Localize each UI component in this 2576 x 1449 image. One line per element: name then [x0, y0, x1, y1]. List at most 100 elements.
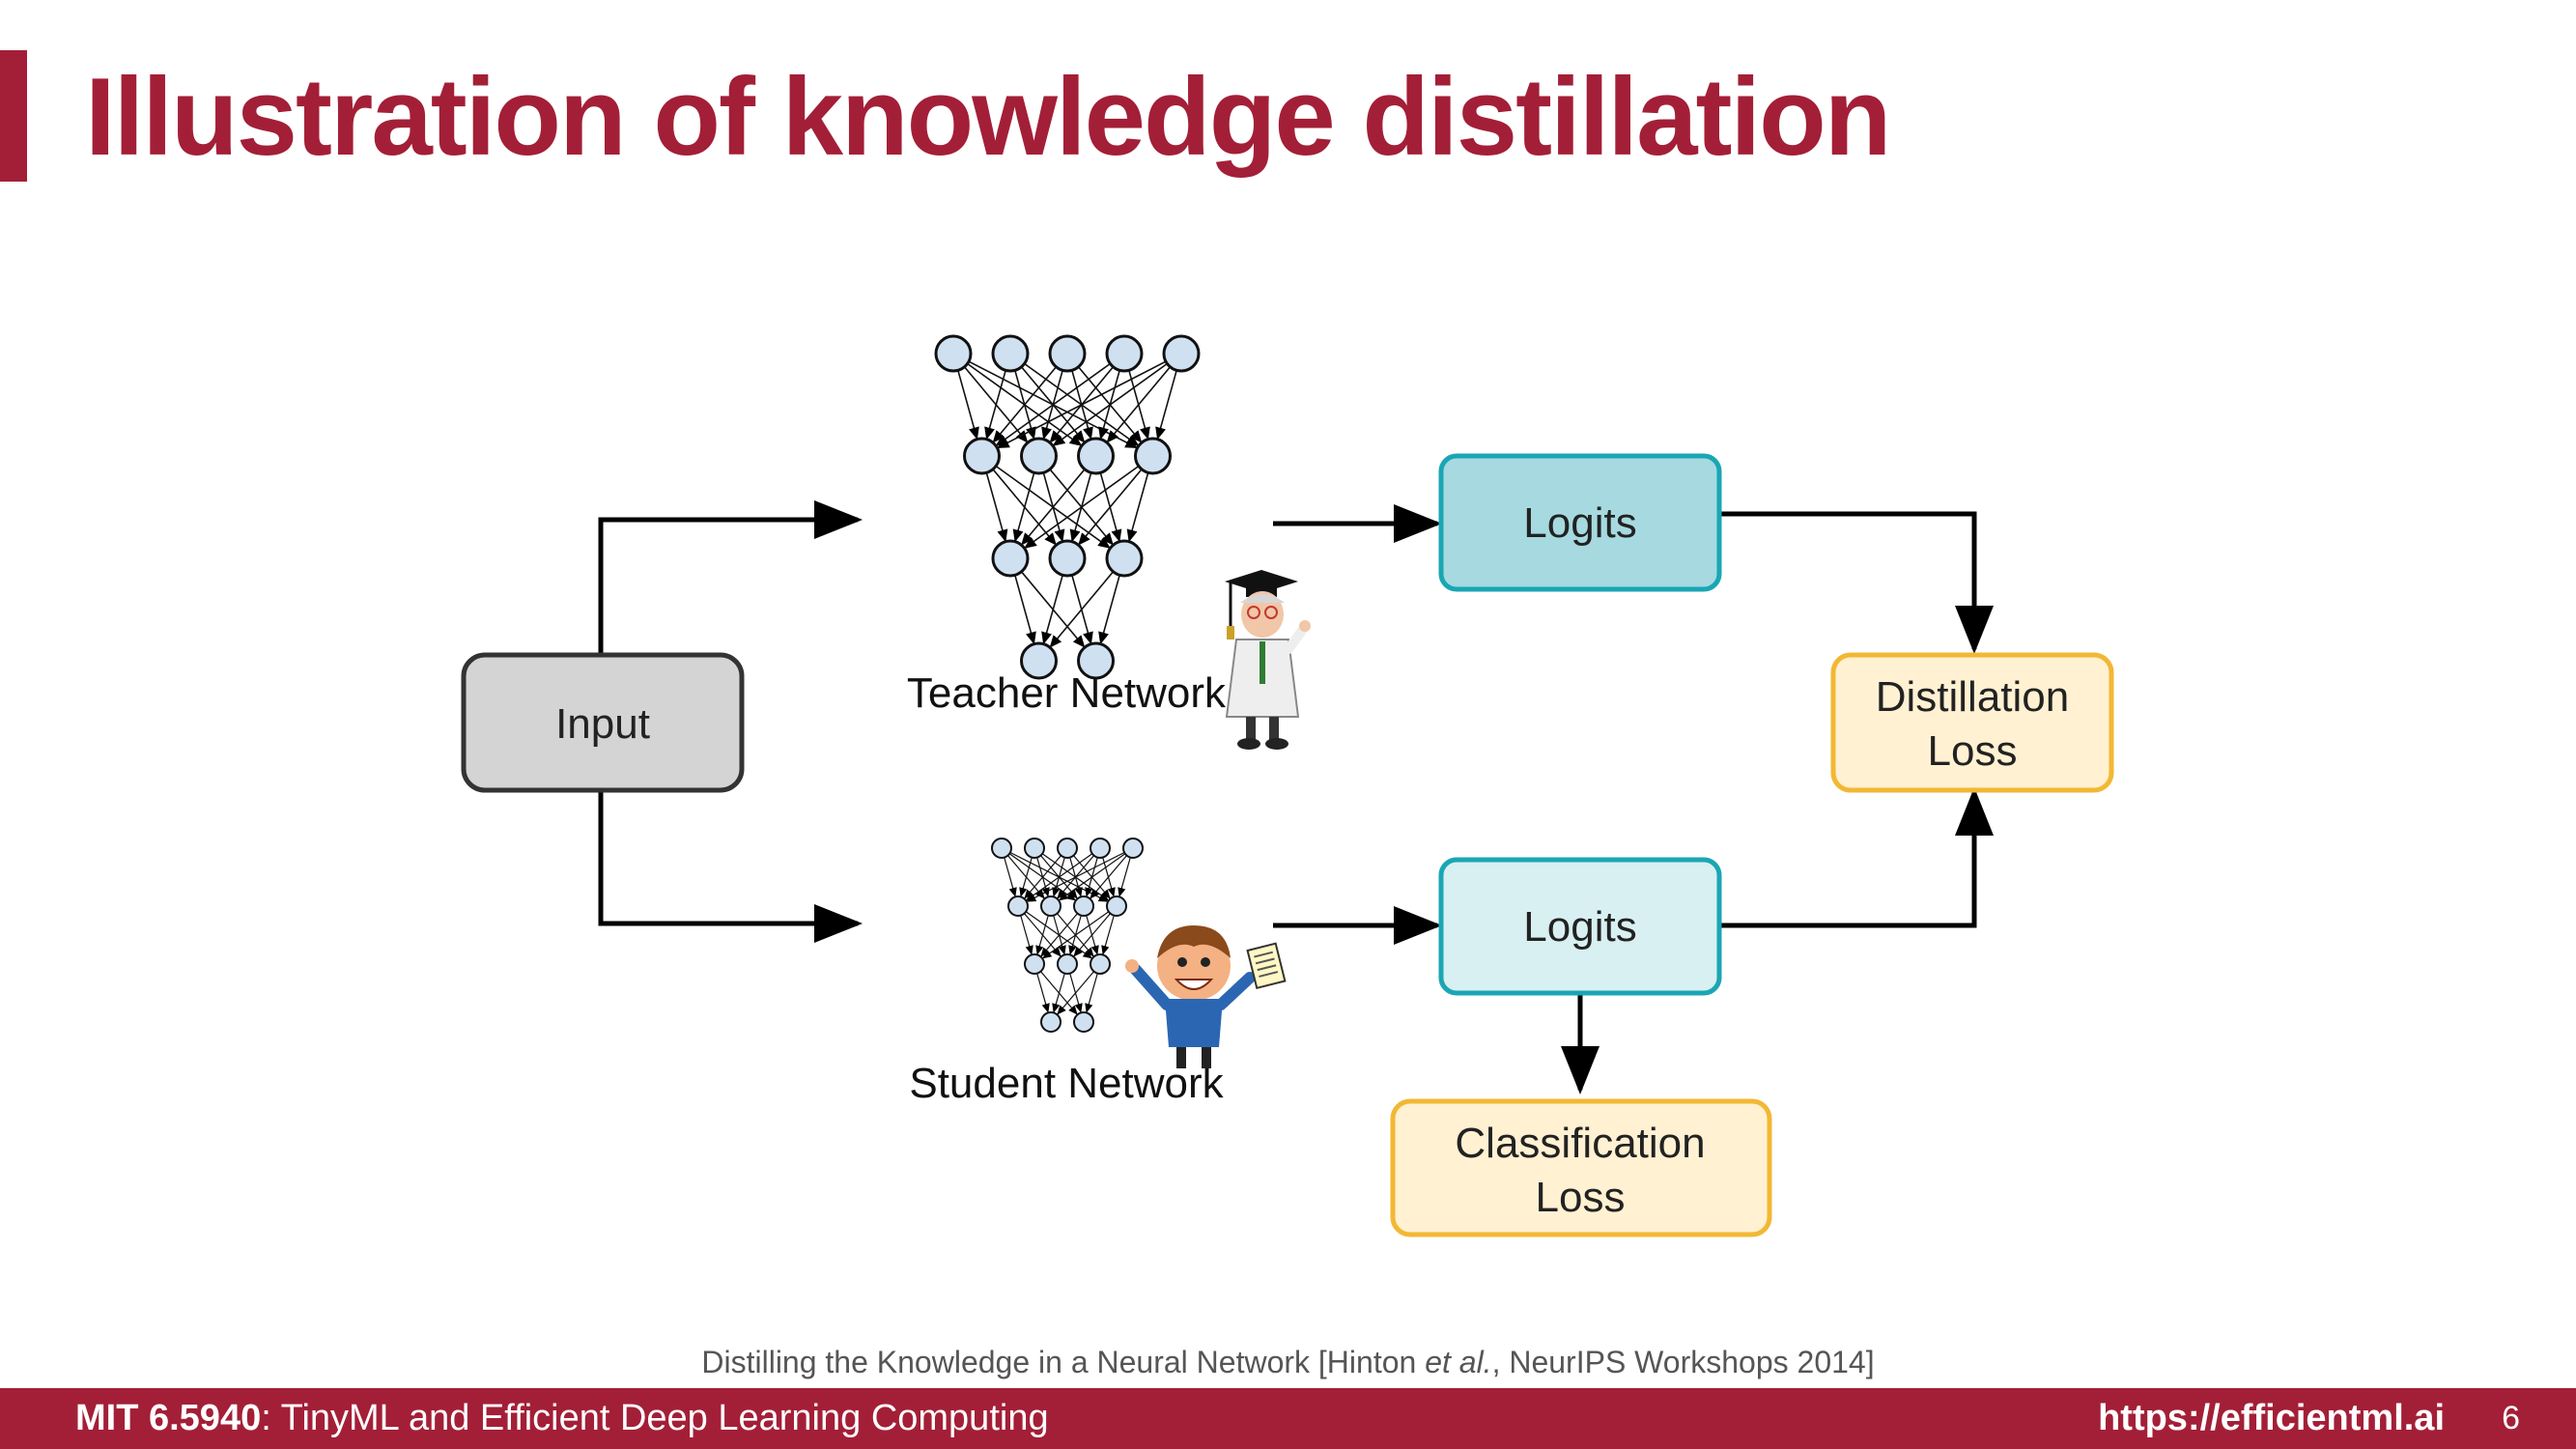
footer-url[interactable]: https://efficientml.ai: [2098, 1398, 2445, 1438]
arrow-input-to-teacher: [598, 500, 863, 655]
input-box: Input: [461, 652, 745, 793]
teacher-edge: [957, 370, 979, 440]
teacher-edge: [985, 472, 1008, 543]
teacher-edge: [1041, 575, 1063, 645]
student-network-graph: [991, 838, 1144, 1033]
arrow-student-logits-to-distillation: [1721, 787, 1994, 928]
slide-title: Illustration of knowledge distillation: [85, 56, 1891, 179]
teacher-node: [991, 334, 1030, 373]
student-node: [1090, 838, 1111, 859]
teacher-edge: [1049, 571, 1115, 648]
distillation-loss-line-2: Loss: [1928, 727, 2018, 775]
footer-course-title: : TinyML and Efficient Deep Learning Com…: [261, 1398, 1049, 1438]
teacher-node: [1048, 334, 1087, 373]
student-network-label: Student Network: [909, 1060, 1224, 1107]
footer-bar: MIT 6.5940: TinyML and Efficient Deep Le…: [0, 1388, 2576, 1449]
student-edge: [1052, 973, 1065, 1013]
student-node: [1090, 953, 1111, 975]
teacher-edge: [984, 370, 1006, 440]
classification-loss-box: Classification Loss: [1390, 1098, 1772, 1237]
student-edge: [1024, 855, 1062, 899]
teacher-node: [1077, 641, 1115, 680]
student-edge: [1035, 915, 1049, 955]
student-node: [1007, 895, 1029, 917]
student-edge: [1090, 855, 1127, 899]
distillation-loss-line-1: Distillation: [1876, 673, 2070, 721]
arrow-teacher-logits-to-distillation: [1721, 511, 1994, 654]
teacher-edge: [996, 360, 1167, 449]
student-node: [1106, 895, 1127, 917]
student-node: [1040, 895, 1062, 917]
teacher-node: [1020, 641, 1058, 680]
teacher-edge: [1106, 366, 1172, 443]
student-node: [1040, 1011, 1062, 1033]
student-edge: [1059, 853, 1126, 901]
flow-arrows: [598, 500, 1994, 1094]
student-logits-label: Logits: [1523, 903, 1636, 951]
student-edge: [1101, 915, 1115, 955]
title-accent-bar: [0, 50, 27, 182]
student-character-icon: [1125, 925, 1287, 1068]
teacher-node: [934, 334, 973, 373]
teacher-node: [991, 539, 1030, 578]
teacher-network-graph: [934, 334, 1201, 680]
student-node: [1057, 953, 1078, 975]
student-node: [991, 838, 1012, 859]
student-logits-box: Logits: [1438, 857, 1722, 996]
teacher-edge: [992, 366, 1058, 443]
teacher-edge: [1126, 472, 1149, 543]
student-edge: [1026, 853, 1093, 901]
student-edge: [1020, 915, 1033, 955]
teacher-node: [1020, 437, 1058, 475]
teacher-node: [1077, 437, 1115, 475]
student-edge: [1004, 857, 1017, 897]
teacher-logits-box: Logits: [1438, 453, 1722, 592]
teacher-edge: [1155, 370, 1177, 440]
student-edge: [1073, 913, 1111, 957]
student-edge: [1036, 973, 1050, 1013]
teacher-edge: [1098, 575, 1120, 645]
student-node: [1024, 953, 1045, 975]
footer-course-code: MIT 6.5940: [75, 1398, 262, 1438]
distillation-loss-box: Distillation Loss: [1830, 652, 2114, 793]
student-edge: [1085, 973, 1098, 1013]
teacher-edge: [1021, 469, 1086, 546]
teacher-edge: [995, 362, 1111, 446]
citation-italic: et al.: [1425, 1345, 1492, 1379]
student-edge: [1026, 851, 1125, 902]
teacher-node: [1105, 539, 1144, 578]
teacher-logits-label: Logits: [1523, 499, 1636, 547]
classification-loss-line-2: Loss: [1536, 1174, 1626, 1221]
input-label: Input: [555, 700, 650, 748]
student-edge: [1118, 857, 1131, 897]
citation-text-after: , NeurIPS Workshops 2014]: [1491, 1345, 1875, 1379]
student-node: [1024, 838, 1045, 859]
student-node: [1073, 895, 1094, 917]
student-edge: [1040, 913, 1078, 957]
teacher-edge: [1024, 465, 1140, 549]
student-edge: [1057, 971, 1094, 1015]
teacher-character-icon: [1225, 570, 1311, 750]
teacher-node: [1105, 334, 1144, 373]
classification-loss-line-1: Classification: [1455, 1120, 1705, 1167]
teacher-edge: [1012, 472, 1035, 543]
teacher-network-label: Teacher Network: [907, 669, 1227, 717]
student-edge: [1019, 857, 1033, 897]
distillation-diagram: Input Logits Logits Distillation Loss Cl…: [461, 334, 2114, 1237]
student-node: [1122, 838, 1144, 859]
teacher-node: [1134, 437, 1172, 475]
teacher-node: [963, 437, 1001, 475]
citation-text-before: Distilling the Knowledge in a Neural Net…: [701, 1345, 1426, 1379]
student-edge: [1042, 911, 1110, 959]
arrow-input-to-student: [598, 790, 863, 943]
teacher-edge: [1078, 469, 1143, 546]
student-node: [1057, 838, 1078, 859]
page-number: 6: [2502, 1400, 2520, 1436]
footer-course: MIT 6.5940: TinyML and Efficient Deep Le…: [75, 1398, 1049, 1439]
student-node: [1073, 1011, 1094, 1033]
teacher-edge: [1052, 362, 1168, 446]
teacher-edge: [1014, 575, 1036, 645]
teacher-node: [1048, 539, 1087, 578]
teacher-node: [1162, 334, 1201, 373]
citation: Distilling the Knowledge in a Neural Net…: [0, 1345, 2576, 1380]
